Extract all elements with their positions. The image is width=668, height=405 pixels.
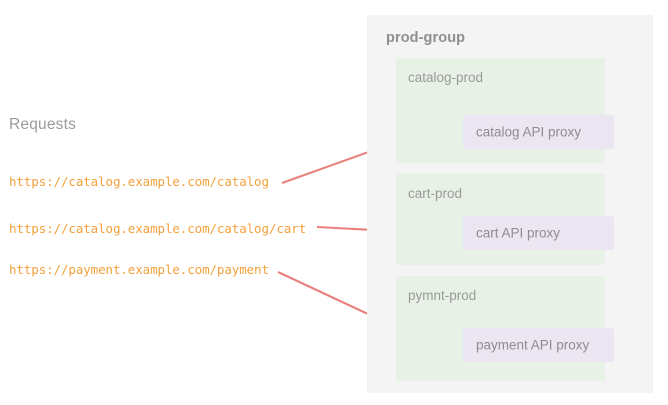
- proxy-payment-api[interactable]: payment API proxy: [463, 328, 614, 362]
- prod-group-title: prod-group: [386, 30, 466, 46]
- proxy-label: cart API proxy: [476, 225, 561, 241]
- environment-label: catalog-prod: [408, 70, 484, 85]
- request-url-catalog-cart: https://catalog.example.com/catalog/cart: [9, 221, 307, 236]
- request-url-payment: https://payment.example.com/payment: [9, 262, 269, 277]
- prod-group-panel: prod-group catalog-prod catalog API prox…: [367, 15, 653, 393]
- environment-label: pymnt-prod: [408, 288, 477, 303]
- requests-heading: Requests: [9, 116, 77, 133]
- proxy-label: payment API proxy: [476, 337, 590, 353]
- environment-catalog-prod[interactable]: catalog-prod catalog API proxy: [396, 58, 614, 163]
- environment-cart-prod[interactable]: cart-prod cart API proxy: [396, 174, 614, 265]
- environment-pymnt-prod[interactable]: pymnt-prod payment API proxy: [396, 276, 614, 381]
- proxy-cart-api[interactable]: cart API proxy: [463, 216, 614, 250]
- environment-label: cart-prod: [408, 186, 463, 201]
- request-url-catalog: https://catalog.example.com/catalog: [9, 174, 269, 189]
- proxy-label: catalog API proxy: [476, 124, 582, 140]
- requests-column: Requests https://catalog.example.com/cat…: [9, 116, 307, 277]
- proxy-catalog-api[interactable]: catalog API proxy: [463, 115, 614, 149]
